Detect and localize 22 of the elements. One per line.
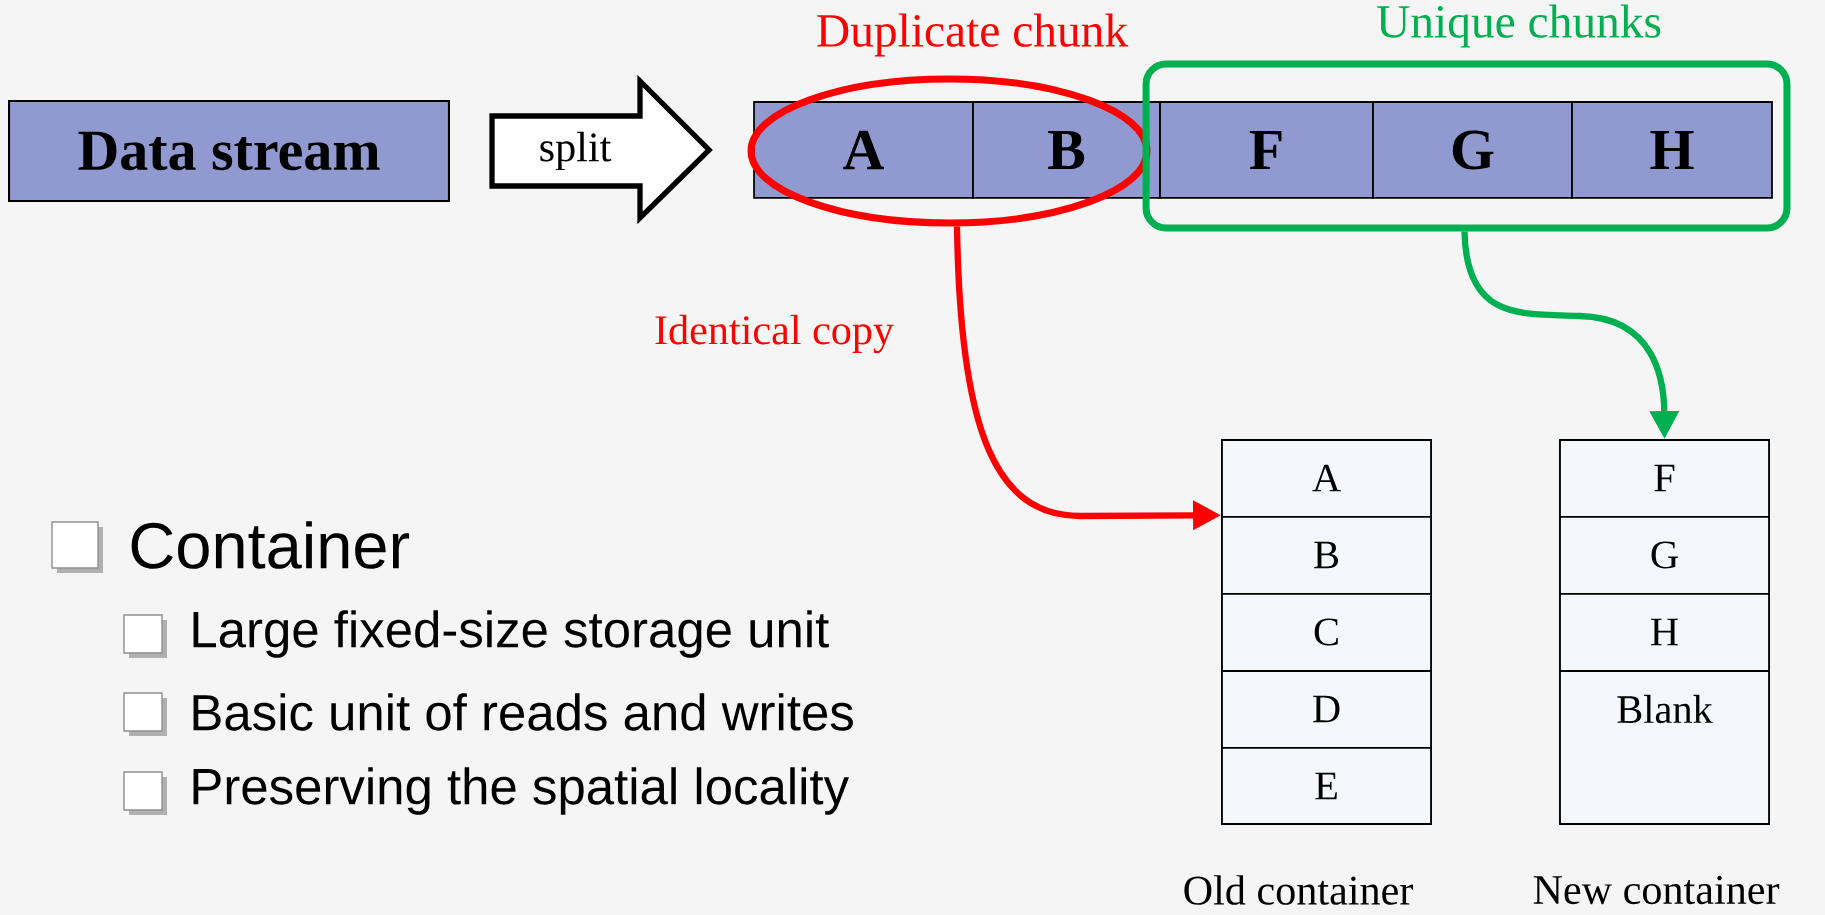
table-cell: E (1221, 747, 1432, 825)
list-item: Large fixed-size storage unit (193, 610, 829, 658)
chunk-cell: B (972, 101, 1161, 199)
table-cell: D (1221, 670, 1432, 749)
list-item: Container (131, 521, 410, 569)
table-cell: Blank (1559, 670, 1770, 825)
table-cell: H (1559, 593, 1770, 672)
process-box: Data stream (8, 99, 451, 203)
heading-text: Duplicate chunk (817, 13, 1129, 57)
list-item: Preserving the spatial locality (193, 767, 849, 815)
container-label: New container (1533, 875, 1780, 905)
edge-label: split (540, 131, 612, 171)
table-cell: A (1221, 439, 1432, 518)
list-item: Basic unit of reads and writes (193, 693, 853, 731)
table-cell: B (1221, 516, 1432, 595)
table-cell: F (1559, 439, 1770, 518)
table-cell: C (1221, 593, 1432, 672)
edge-label: Identical copy (655, 314, 894, 354)
block-arrow (489, 74, 713, 225)
container-label: Old container (1184, 875, 1413, 905)
table-cell: G (1559, 516, 1770, 595)
heading-text: Unique chunks (1377, 4, 1661, 48)
